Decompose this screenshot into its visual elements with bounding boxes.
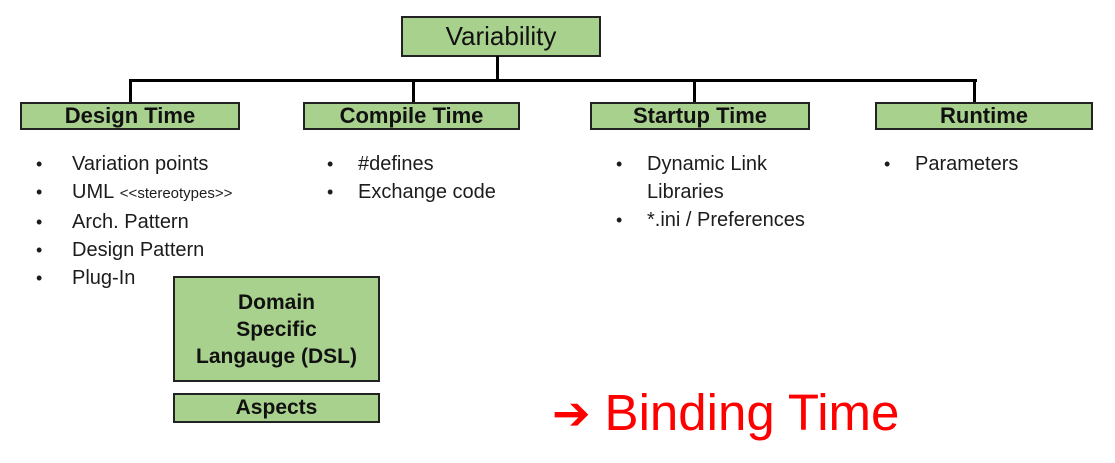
- list-item: • Plug-In: [34, 264, 314, 292]
- list-item-label: Plug-In: [72, 267, 136, 289]
- list-item-label: Dynamic Link Libraries: [647, 153, 768, 203]
- bullet-icon: •: [36, 182, 43, 202]
- node-startup-time: Startup Time: [590, 102, 810, 130]
- node-variability: Variability: [401, 16, 601, 57]
- bullet-icon: •: [327, 154, 334, 174]
- bullet-icon: •: [884, 154, 891, 174]
- bullet-icon: •: [36, 212, 43, 232]
- bullet-icon: •: [36, 154, 43, 174]
- connector-stub-runtime: [973, 79, 976, 103]
- list-item: • *.ini / Preferences: [614, 206, 864, 234]
- connector-trunk: [496, 56, 499, 81]
- list-item: • Variation points: [34, 150, 314, 178]
- connector-stub-startup-time: [693, 79, 696, 103]
- list-item-label: *.ini / Preferences: [647, 209, 805, 231]
- list-item: • Exchange code: [325, 178, 575, 206]
- list-item: • Dynamic Link Libraries: [614, 150, 864, 206]
- node-design-time: Design Time: [20, 102, 240, 130]
- runtime-list: • Parameters: [882, 150, 1112, 178]
- node-aspects: Aspects: [173, 393, 380, 423]
- design-time-list: • Variation points • UML <<stereotypes>>…: [34, 150, 314, 292]
- binding-time-label: Binding Time: [604, 384, 900, 441]
- bullet-icon: •: [36, 268, 43, 288]
- list-item-label: Arch. Pattern: [72, 211, 189, 233]
- list-item-main-text: UML: [72, 181, 115, 203]
- list-item: • Parameters: [882, 150, 1112, 178]
- connector-stub-design-time: [129, 79, 132, 103]
- node-dsl: Domain Specific Langauge (DSL): [173, 276, 380, 382]
- node-compile-time: Compile Time: [303, 102, 520, 130]
- connector-stub-compile-time: [412, 79, 415, 103]
- list-item-label: Design Pattern: [72, 239, 205, 261]
- compile-time-list: • #defines • Exchange code: [325, 150, 575, 206]
- list-item-label: Exchange code: [358, 181, 496, 203]
- binding-time-annotation: ➔ Binding Time: [552, 386, 899, 440]
- list-item-label: Parameters: [915, 153, 1019, 175]
- list-item-label: Variation points: [72, 153, 209, 175]
- list-item: • UML <<stereotypes>>: [34, 178, 314, 208]
- list-item-note: <<stereotypes>>: [119, 185, 233, 202]
- bullet-icon: •: [36, 240, 43, 260]
- list-item: • Arch. Pattern: [34, 208, 314, 236]
- node-runtime: Runtime: [875, 102, 1093, 130]
- right-arrow-icon: ➔: [552, 386, 591, 439]
- bullet-icon: •: [616, 210, 623, 230]
- list-item-label: #defines: [358, 153, 434, 175]
- connector-horizontal: [129, 79, 977, 82]
- list-item: • Design Pattern: [34, 236, 314, 264]
- bullet-icon: •: [327, 182, 334, 202]
- bullet-icon: •: [616, 154, 623, 174]
- list-item-label: UML <<stereotypes>>: [72, 178, 232, 208]
- list-item: • #defines: [325, 150, 575, 178]
- startup-time-list: • Dynamic Link Libraries • *.ini / Prefe…: [614, 150, 864, 234]
